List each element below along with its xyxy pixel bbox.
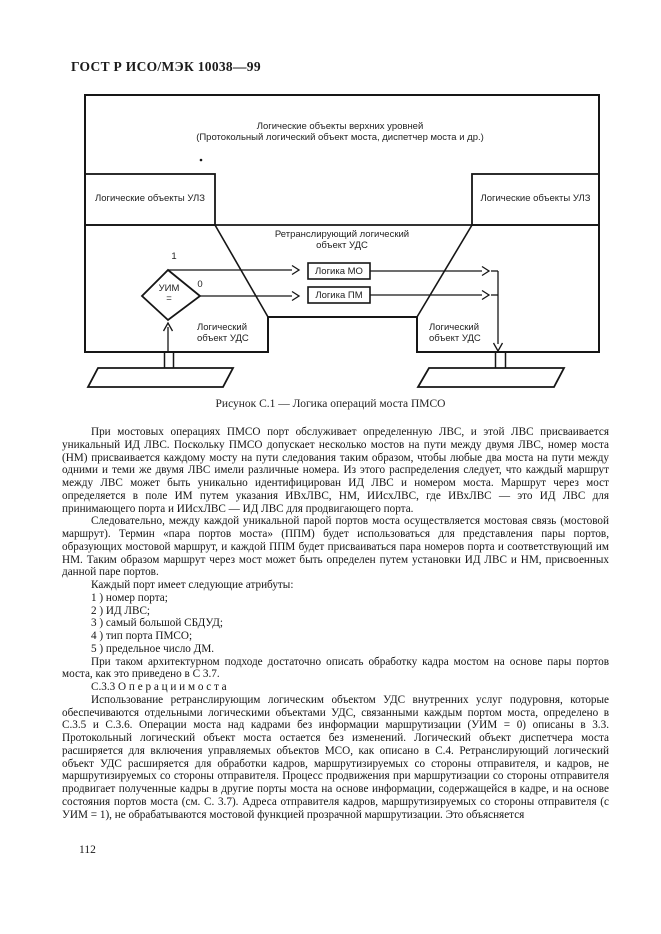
page-number: 112 (79, 844, 96, 856)
body-text: При мостовых операциях ПМСО порт обслужи… (62, 426, 609, 821)
pm-output-arrowhead-icon (481, 289, 491, 301)
list-item: 1 ) номер порта; (91, 591, 168, 604)
list-item: 2 ) ИД ЛВС; (91, 604, 151, 617)
upper-levels-line2: (Протокольный логический объект моста, д… (196, 132, 484, 143)
list-item: 3 ) самый большой СБДУД; (91, 617, 223, 630)
uds-right-line1: Логический (429, 322, 480, 333)
logic-mo-label: Логика МО (315, 266, 363, 277)
mo-output-arrowhead-icon (481, 265, 491, 277)
ulz-left-label: Логические объекты УЛЗ (94, 193, 206, 204)
down-arrowhead-icon (492, 342, 504, 353)
list-item: 5 ) предельное число ДМ. (91, 642, 215, 655)
upper-levels-line1: Логические объекты верхних уровней (256, 121, 424, 132)
paragraph-5: Использование ретранслирующим логическим… (62, 693, 609, 821)
uds-left-label: Логический объект УДС (195, 322, 261, 344)
uds-right-line2: объект УДС (429, 333, 481, 344)
paragraph-2: Следовательно, между каждой уникальной п… (62, 515, 609, 579)
paragraph-4: При таком архитектурном подходе достаточ… (62, 655, 609, 681)
right-lan-segment (416, 367, 566, 388)
ulz-right-box (471, 173, 600, 226)
ulz-left-box (84, 173, 216, 226)
branch1-arrowhead-icon (291, 264, 301, 276)
list-item: 4 ) тип порта ПМСО; (91, 630, 193, 642)
relay-line2: объект УДС (316, 240, 368, 251)
branch-0-label: 0 (197, 279, 203, 290)
uds-left-line2: объект УДС (197, 333, 249, 344)
asterisk-dot (199, 158, 203, 162)
uim-text: УИМ (158, 283, 180, 294)
uds-right-label: Логический объект УДС (427, 322, 493, 344)
paragraph-1: При мостовых операциях ПМСО порт обслужи… (62, 426, 609, 515)
branch0-arrowhead-icon (291, 290, 301, 302)
up-arrowhead-icon (162, 321, 174, 332)
branch-1-label: 1 (171, 251, 177, 262)
relay-left-slant-line (214, 224, 269, 318)
uds-left-line1: Логический (197, 322, 248, 333)
relay-entity-label: Ретранслирующий логический объект УДС (222, 229, 462, 251)
relay-line1: Ретранслирующий логический (274, 229, 410, 240)
section-heading-c33: С.3.3 О п е р а ц и и м о с т а (91, 681, 227, 693)
bridge-architecture-diagram (84, 94, 600, 388)
equals-text: = (166, 293, 172, 304)
upper-levels-label: Логические объекты верхних уровней (Прот… (150, 121, 530, 143)
uim-diamond-label: УИМ = (144, 284, 194, 304)
ulz-right-label: Логические объекты УЛЗ (480, 193, 591, 204)
standard-number-header: ГОСТ Р ИСО/МЭК 10038—99 (71, 59, 261, 74)
logic-pm-label: Логика ПМ (315, 290, 363, 301)
figure-caption: Рисунок С.1 — Логика операций моста ПМСО (215, 398, 446, 410)
left-lan-segment (86, 367, 235, 388)
uim-decision-diamond (140, 268, 202, 322)
attributes-intro: Каждый порт имеет следующие атрибуты: (91, 579, 294, 591)
